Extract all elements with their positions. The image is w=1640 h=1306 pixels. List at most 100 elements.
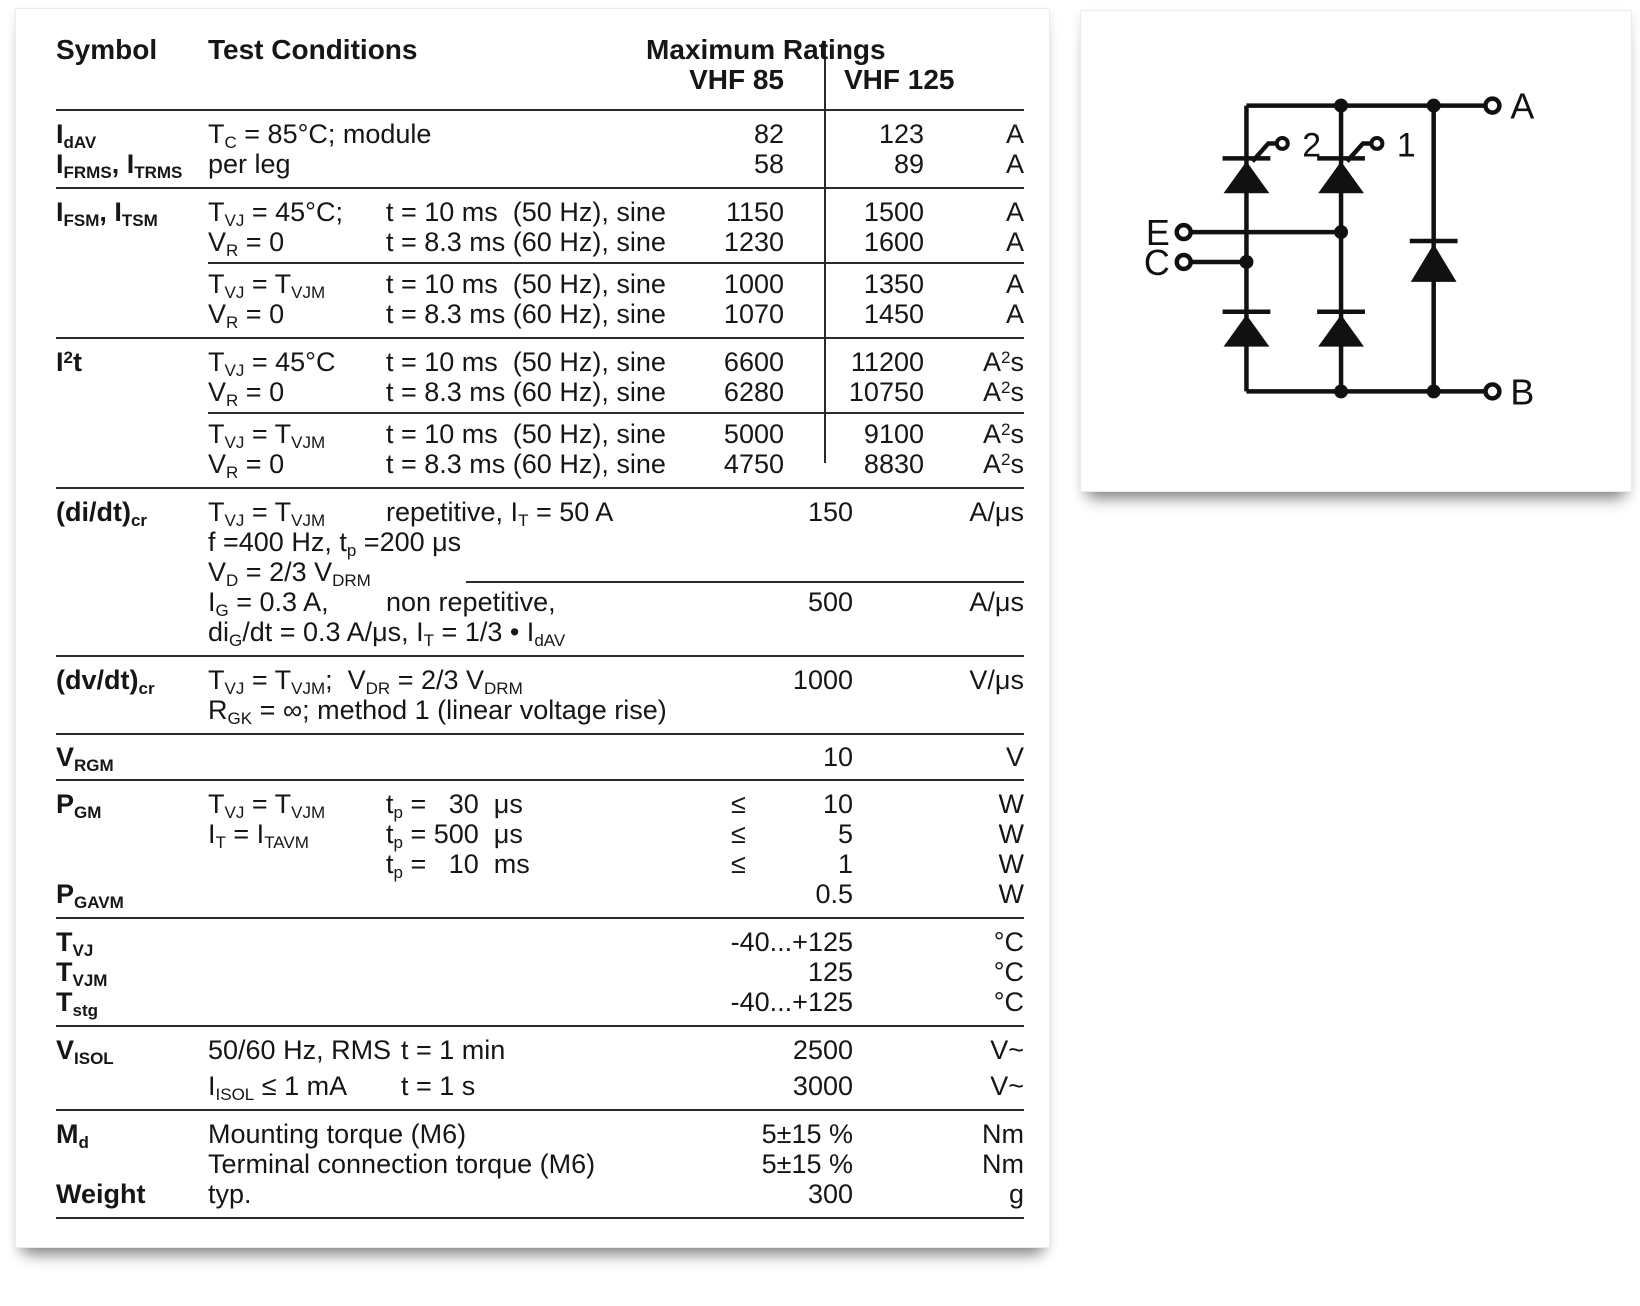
- condition-cell: diG/dt = 0.3 A/μs, IT = 1/3 • IdAV: [208, 617, 566, 650]
- condition-cell: typ.: [208, 1179, 252, 1209]
- bridge-circuit-diagram: A B E C 2 1: [1144, 87, 1534, 413]
- right-diode-triangle: [1410, 244, 1457, 282]
- condition-cell-b: t = 8.3 ms (60 Hz), sine: [386, 377, 666, 407]
- condition-cell-b: t = 10 ms (50 Hz), sine: [386, 269, 666, 299]
- vhf85-value: 5000: [723, 419, 784, 449]
- value-cell: 5±15 %: [646, 1119, 944, 1149]
- section-divider: [56, 917, 1024, 919]
- unit-cell: A: [1005, 119, 1024, 149]
- thyristor-1-triangle: [1318, 161, 1364, 194]
- symbol-cell: PGAVM: [56, 879, 124, 912]
- section-divider: [56, 733, 1024, 735]
- terminal-a-label: A: [1510, 87, 1534, 127]
- value-cell: 125: [646, 957, 944, 987]
- condition-cell-a: [208, 879, 386, 909]
- condition-cell-a: IG = 0.3 A,: [208, 587, 329, 620]
- merged-value: 1000: [792, 665, 853, 695]
- junction-dot: [1334, 384, 1349, 399]
- left-diode-triangle: [1223, 314, 1270, 347]
- unit-cell: A: [1005, 299, 1024, 329]
- vhf85-value: 4750: [723, 449, 784, 479]
- terminal-b-circle: [1483, 382, 1502, 401]
- value-cell: 2500: [646, 1035, 944, 1065]
- symbol-cell: Md: [56, 1119, 89, 1152]
- symbol-cell: [56, 587, 208, 617]
- condition-cell-b: tp = 30 μs: [386, 789, 523, 822]
- ratings-table: Symbol Test Conditions Maximum Ratings V…: [56, 35, 1024, 1219]
- condition-cell-b: t = 10 ms (50 Hz), sine: [386, 419, 666, 449]
- condition-cell-a: TVJ = TVJM: [208, 269, 326, 302]
- terminal-a-circle: [1483, 96, 1502, 115]
- merged-value: 500: [807, 587, 853, 617]
- unit-cell: A2s: [983, 377, 1024, 407]
- symbol-cell: Weight: [56, 1179, 146, 1209]
- symbol-cell: PGM: [56, 789, 102, 822]
- unit-cell: °C: [993, 957, 1024, 987]
- table-row: Tstg-40...+125°C: [56, 987, 1024, 1019]
- vhf125-value: 123: [878, 119, 924, 149]
- section-sub-divider: [208, 262, 1024, 264]
- unit-cell: A: [1005, 197, 1024, 227]
- value-cell: 300: [646, 1179, 944, 1209]
- unit-cell: W: [998, 789, 1024, 819]
- symbol-cell: TVJ: [56, 927, 94, 960]
- circuit-diagram-card: A B E C 2 1: [1080, 10, 1632, 492]
- vhf125-value: 89: [893, 149, 924, 179]
- gate-2-label: 2: [1302, 126, 1321, 164]
- unit-cell: A/μs: [969, 587, 1024, 617]
- value-prefix: ≤: [731, 849, 746, 879]
- unit-cell: °C: [993, 927, 1024, 957]
- unit-cell: V~: [990, 1071, 1024, 1101]
- junction-dot: [1239, 254, 1254, 269]
- table-header-row: Symbol Test Conditions Maximum Ratings: [56, 35, 1024, 65]
- table-row: TVJ-40...+125°C: [56, 927, 1024, 960]
- condition-cell-a: [208, 987, 386, 1017]
- condition-cell-b: t = 8.3 ms (60 Hz), sine: [386, 227, 666, 257]
- condition-cell-b: [386, 879, 646, 909]
- value-prefix: ≤: [731, 789, 746, 819]
- condition-cell-a: [208, 849, 386, 879]
- vhf85-value: 1150: [725, 197, 784, 227]
- condition-cell-b: t = 8.3 ms (60 Hz), sine: [386, 449, 666, 479]
- unit-cell: Nm: [982, 1119, 1024, 1149]
- section-divider: [56, 1109, 1024, 1111]
- value-cell: 150: [646, 497, 944, 527]
- unit-cell: Nm: [982, 1149, 1024, 1179]
- vhf125-value: 1500: [863, 197, 924, 227]
- unit-cell: V/μs: [969, 665, 1024, 695]
- header-divider: [56, 109, 1024, 111]
- junction-dot: [1334, 98, 1349, 113]
- merged-value: -40...+125: [730, 987, 853, 1017]
- table-row: f =400 Hz, tp =200 μs: [56, 527, 1024, 560]
- table-row: Terminal connection torque (M6)5±15 %Nm: [56, 1149, 1024, 1179]
- value-cell: ≤5: [646, 819, 944, 849]
- merged-value: 3000: [792, 1071, 853, 1101]
- section-sub-divider: [208, 412, 1024, 414]
- symbol-cell: [56, 227, 208, 257]
- vhf125-value: 1350: [863, 269, 924, 299]
- symbol-cell: [56, 819, 208, 849]
- condition-cell: f =400 Hz, tp =200 μs: [208, 527, 462, 560]
- unit-cell: [944, 695, 1024, 725]
- unit-cell: W: [998, 819, 1024, 849]
- column-divider-line: [824, 41, 826, 463]
- vhf125-value: 9100: [863, 419, 924, 449]
- condition-cell-a: VR = 0: [208, 377, 285, 410]
